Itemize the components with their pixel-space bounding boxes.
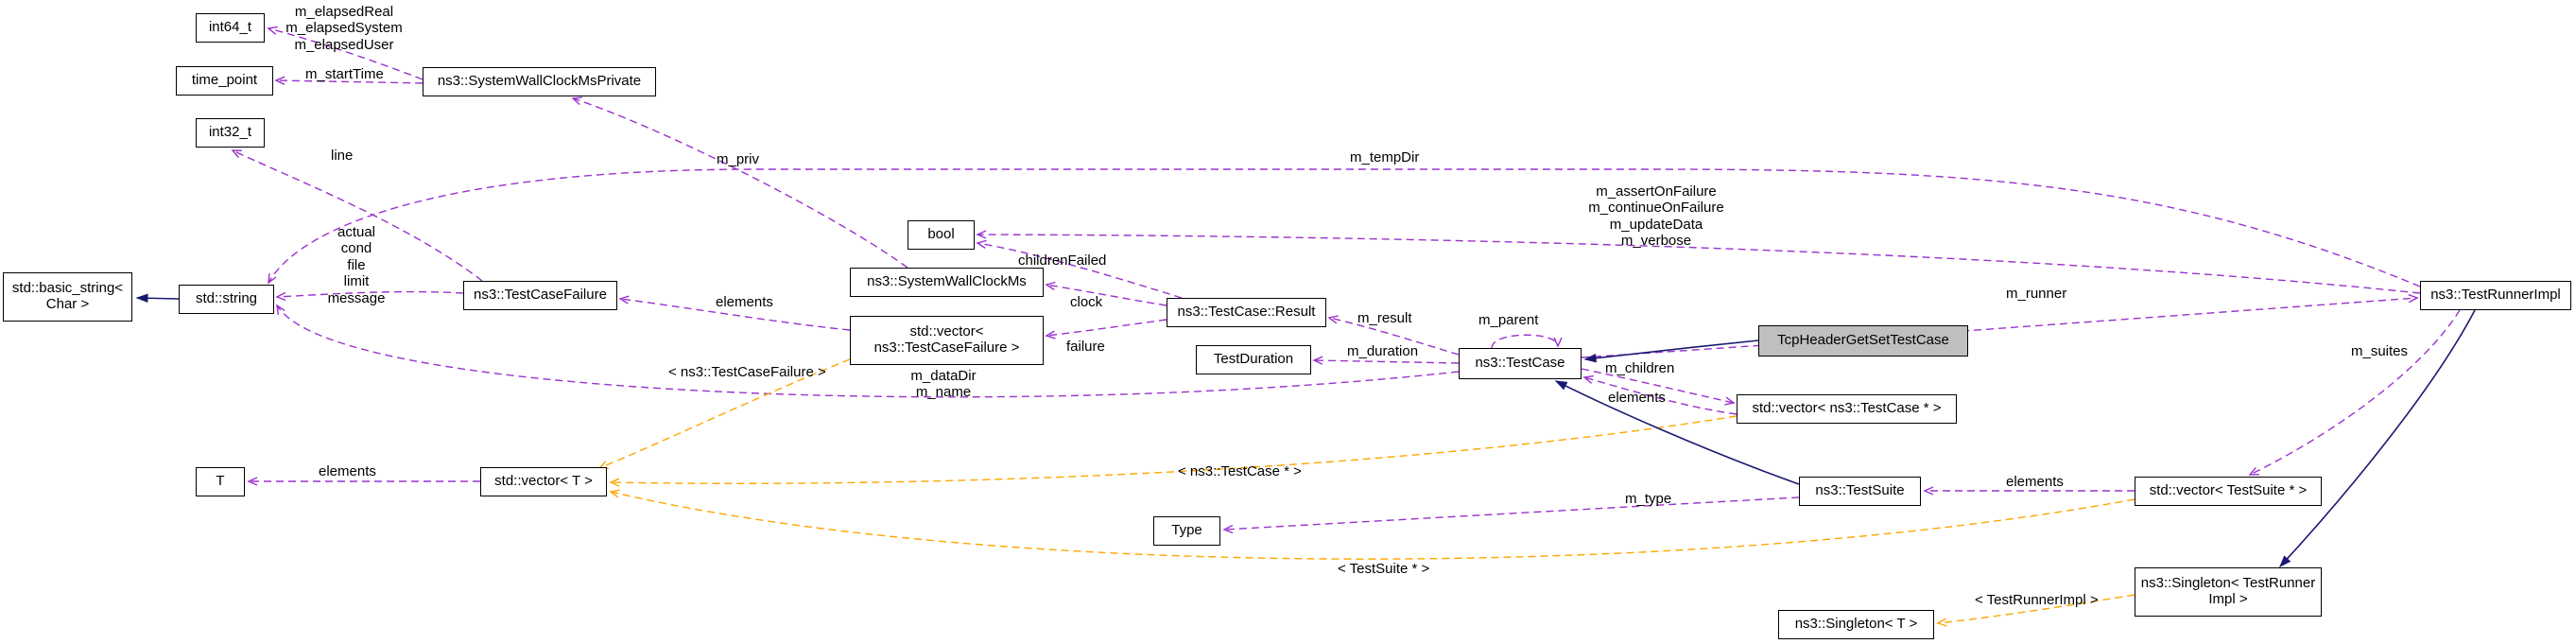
node-testrunnerimpl[interactable]: ns3::TestRunnerImpl — [2420, 281, 2571, 310]
edge-m-duration — [1312, 356, 1460, 365]
edge-label-template-suitevec: < TestSuite * > — [1338, 561, 1430, 577]
edge-label-template-singleton: < TestRunnerImpl > — [1975, 592, 2099, 608]
node-time-point[interactable]: time_point — [176, 66, 273, 96]
edge-label-elements-failurevec: elements — [716, 294, 773, 310]
edge-m-suites — [2248, 309, 2461, 476]
edge-template-singleton — [1936, 594, 2135, 627]
edge-m-dataDir — [276, 304, 1460, 398]
node-t[interactable]: T — [196, 467, 245, 496]
edge-label-m-duration: m_duration — [1347, 343, 1419, 359]
edge-label-elements-children: elements — [1608, 390, 1666, 406]
edge-runner-bools — [976, 230, 2421, 294]
edge-label-m-priv: m_priv — [717, 151, 760, 167]
node-int64-t[interactable]: int64_t — [196, 13, 265, 43]
edge-m-parent-loop — [1491, 334, 1563, 349]
edge-m-priv — [571, 96, 908, 269]
edge-inherit-testsuite — [1554, 380, 1800, 485]
node-vector-testcasefailure[interactable]: std::vector< ns3::TestCaseFailure > — [850, 316, 1044, 365]
edge-label-m-type: m_type — [1625, 491, 1672, 507]
edge-label-childrenFailed: childrenFailed — [1018, 252, 1107, 269]
edge-inherit-runnerimpl — [2279, 309, 2476, 568]
edge-elements-failurevec — [618, 295, 851, 331]
edge-m-tempDir — [268, 168, 2421, 287]
edge-m-result — [1327, 315, 1460, 356]
edge-label-m-suites: m_suites — [2351, 343, 2409, 359]
node-singleton-testrunnerimpl[interactable]: ns3::Singleton< TestRunner Impl > — [2135, 567, 2322, 617]
node-vector-testsuite-ptr[interactable]: std::vector< TestSuite * > — [2135, 477, 2322, 506]
edge-label-elements-t: elements — [319, 463, 376, 479]
edge-label-m-children: m_children — [1605, 360, 1675, 376]
edge-label-elements-suites: elements — [2006, 474, 2064, 490]
node-type[interactable]: Type — [1153, 516, 1220, 546]
node-testcase[interactable]: ns3::TestCase — [1459, 348, 1582, 379]
node-systemwallclockms[interactable]: ns3::SystemWallClockMs — [850, 268, 1044, 297]
edge-label-failure: failure — [1066, 339, 1105, 355]
edge-inherit-tcpheader — [1583, 339, 1759, 363]
edge-clock — [1045, 281, 1167, 306]
node-vector-t[interactable]: std::vector< T > — [480, 467, 607, 496]
edge-template-testcasevec — [609, 415, 1738, 487]
edge-label-clock: clock — [1070, 294, 1103, 310]
node-systemwallclockmsprivate[interactable]: ns3::SystemWallClockMsPrivate — [423, 67, 656, 96]
edge-template-failurevec — [597, 358, 851, 469]
edge-label-line: line — [331, 148, 354, 164]
edge-label-template-failurevec: < ns3::TestCaseFailure > — [668, 364, 826, 380]
edge-label-m-dataDir: m_dataDir m_name — [910, 368, 977, 401]
node-int32-t[interactable]: int32_t — [196, 118, 265, 148]
edge-m-children — [1581, 368, 1736, 406]
edge-label-m-result: m_result — [1357, 310, 1412, 326]
node-testduration[interactable]: TestDuration — [1196, 345, 1311, 374]
edge-m-runner — [1581, 294, 2419, 358]
edge-m-type — [1222, 496, 1800, 534]
node-testcase-result[interactable]: ns3::TestCase::Result — [1167, 298, 1326, 327]
edge-label-m-startTime: m_startTime — [305, 66, 384, 82]
edge-label-m-tempDir: m_tempDir — [1350, 149, 1420, 165]
edge-label-testcasefailure-members: actual cond file limit message — [327, 224, 386, 306]
node-testcasefailure[interactable]: ns3::TestCaseFailure — [463, 281, 617, 310]
node-std-string[interactable]: std::string — [179, 285, 274, 314]
edge-testcasefailure-members — [275, 290, 464, 302]
edge-failure — [1045, 319, 1167, 339]
edge-line — [231, 149, 483, 282]
edge-label-template-testcasevec: < ns3::TestCase * > — [1178, 463, 1302, 479]
edge-label-m-parent: m_parent — [1478, 312, 1539, 328]
node-vector-testcase-ptr[interactable]: std::vector< ns3::TestCase * > — [1737, 394, 1957, 424]
edge-label-m-runner: m_runner — [2006, 286, 2067, 302]
edge-inherit-string — [135, 293, 180, 303]
node-testsuite[interactable]: ns3::TestSuite — [1799, 477, 1921, 506]
node-tcpheadergetsettestcase: TcpHeaderGetSetTestCase — [1758, 325, 1968, 357]
edge-m-startTime — [274, 76, 424, 85]
edge-label-runner-bools: m_assertOnFailure m_continueOnFailure m_… — [1588, 183, 1724, 250]
edge-childrenFailed — [976, 239, 1183, 299]
edge-label-m-elapsed: m_elapsedReal m_elapsedSystem m_elapsedU… — [285, 4, 403, 53]
node-std-basic-string[interactable]: std::basic_string< Char > — [3, 272, 132, 322]
node-singleton-t[interactable]: ns3::Singleton< T > — [1778, 610, 1934, 639]
edge-template-suitevec — [609, 489, 2135, 560]
node-bool[interactable]: bool — [908, 220, 975, 250]
edge-elements-children — [1582, 374, 1738, 415]
